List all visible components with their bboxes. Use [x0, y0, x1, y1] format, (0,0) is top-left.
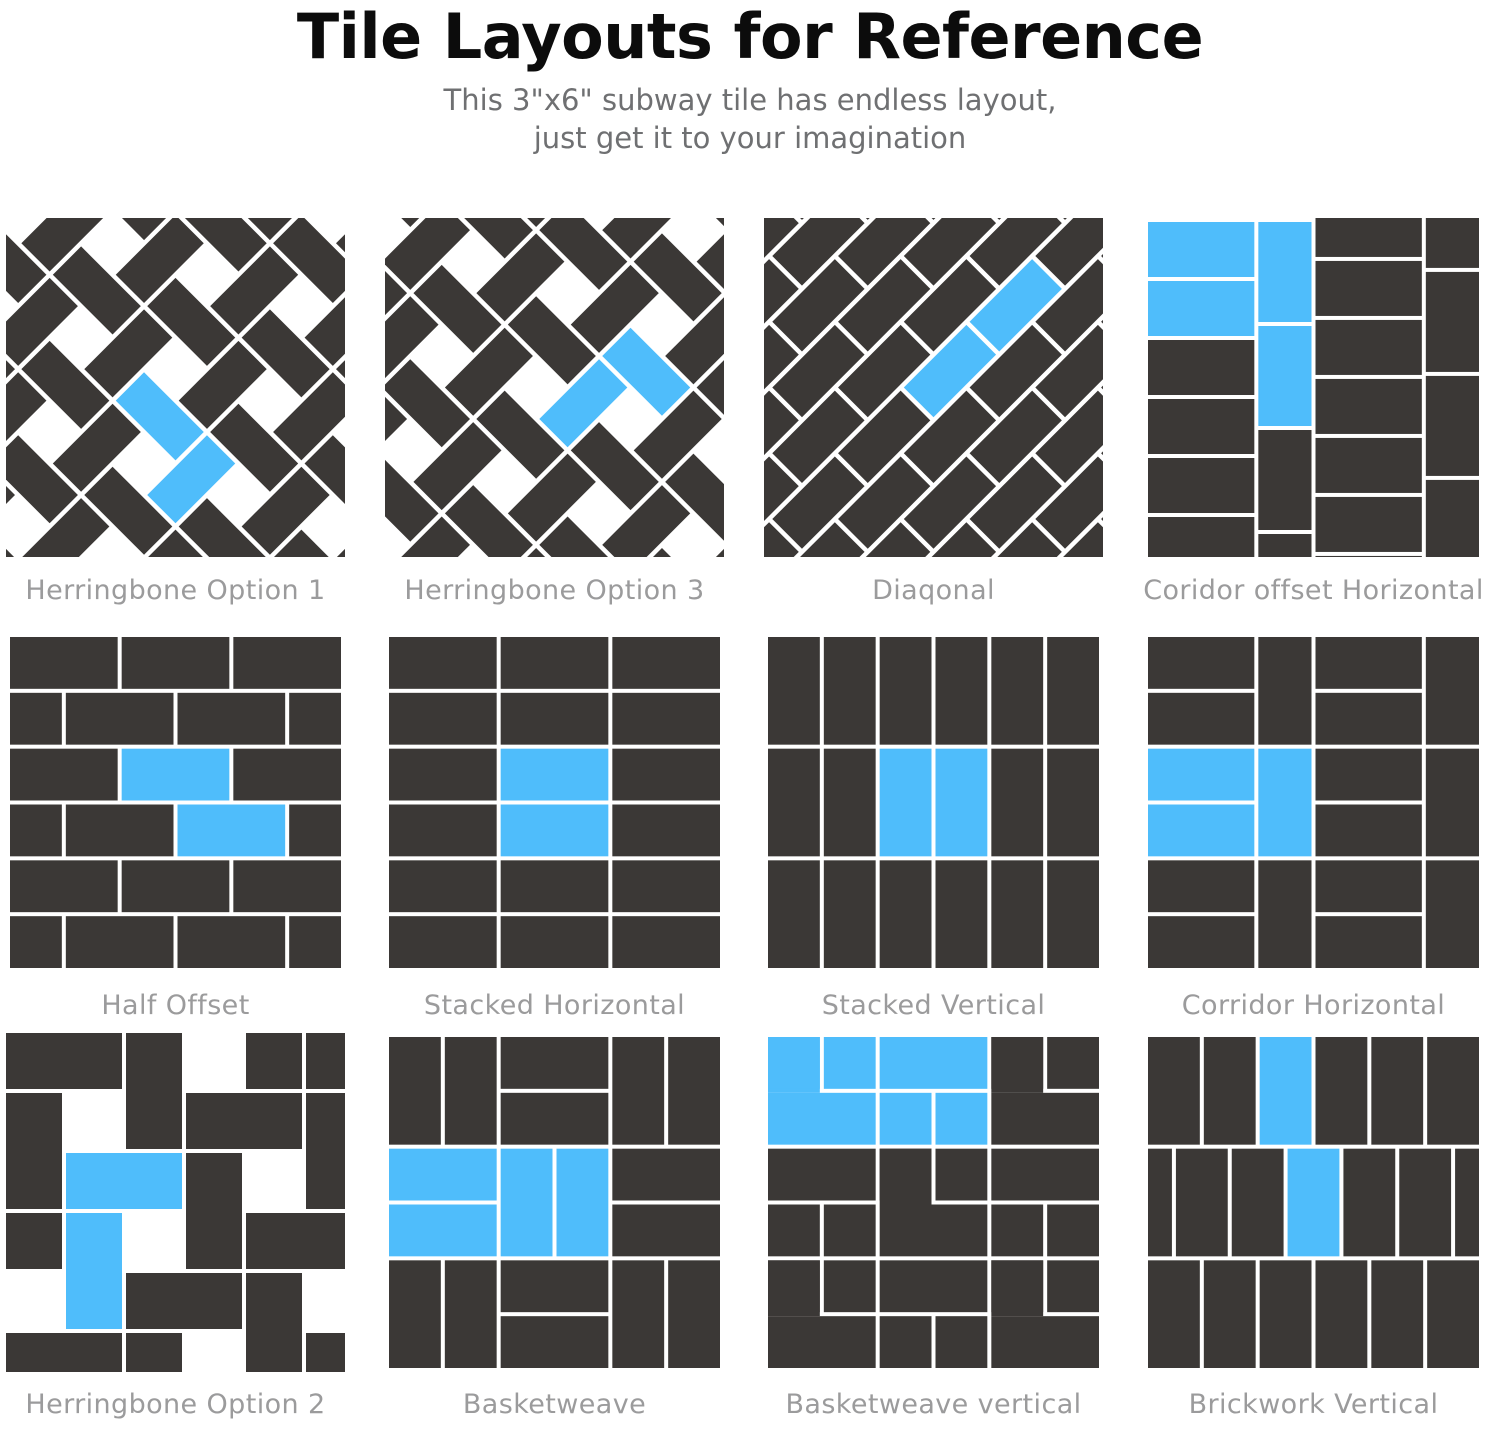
pattern-swatch-half-offset	[6, 633, 345, 972]
page-title: Tile Layouts for Reference	[296, 0, 1204, 73]
pattern-label: Corridor Horizontal	[1181, 990, 1446, 1021]
pattern-swatch-basketweave	[385, 1033, 724, 1372]
pattern-swatch-herringbone-option-3	[385, 218, 724, 557]
page-header: Tile Layouts for Reference This 3"x6" su…	[0, 0, 1500, 157]
pattern-swatch-basketweave-vertical	[764, 1033, 1103, 1372]
pattern-card-coridor-offset-horizontal[interactable]: Coridor offset Horizontal	[1125, 218, 1500, 633]
pattern-card-herringbone-option-2[interactable]: Herringbone Option 2	[0, 1033, 375, 1432]
pattern-swatch-brickwork-vertical	[1144, 1033, 1483, 1372]
pattern-card-basketweave-vertical[interactable]: Basketweave vertical	[750, 1033, 1125, 1432]
pattern-label: Basketweave	[462, 1389, 647, 1420]
pattern-grid: Herringbone Option 1 Herringbone Option …	[0, 218, 1500, 1432]
pattern-swatch-stacked-horizontal	[385, 633, 724, 972]
pattern-label: Herringbone Option 2	[25, 1389, 326, 1420]
pattern-label: Stacked Horizontal	[423, 990, 686, 1021]
pattern-label: Brickwork Vertical	[1188, 1389, 1439, 1420]
pattern-swatch-stacked-vertical	[764, 633, 1103, 972]
subtitle-line-1: This 3"x6" subway tile has endless layou…	[443, 82, 1057, 117]
subtitle-line-2: just get it to your imagination	[533, 121, 967, 156]
page-subtitle: This 3"x6" subway tile has endless layou…	[0, 81, 1500, 158]
pattern-card-diagonal[interactable]: Diaqonal	[750, 218, 1125, 633]
pattern-label: Diaqonal	[872, 575, 995, 606]
pattern-label: Coridor offset Horizontal	[1143, 575, 1484, 606]
pattern-card-basketweave[interactable]: Basketweave	[375, 1033, 750, 1432]
pattern-label: Herringbone Option 3	[404, 575, 705, 606]
pattern-swatch-coridor-offset-horizontal	[1144, 218, 1483, 557]
pattern-label: Half Offset	[101, 990, 250, 1021]
pattern-card-half-offset[interactable]: Half Offset	[0, 633, 375, 1033]
pattern-card-corridor-horizontal[interactable]: Corridor Horizontal	[1125, 633, 1500, 1033]
pattern-swatch-corridor-horizontal	[1144, 633, 1483, 972]
pattern-card-herringbone-option-1[interactable]: Herringbone Option 1	[0, 218, 375, 633]
pattern-card-herringbone-option-3[interactable]: Herringbone Option 3	[375, 218, 750, 633]
pattern-label: Basketweave vertical	[785, 1389, 1082, 1420]
pattern-swatch-herringbone-option-1	[6, 218, 345, 557]
pattern-swatch-diagonal	[764, 218, 1103, 557]
pattern-label: Stacked Vertical	[821, 990, 1046, 1021]
pattern-card-stacked-vertical[interactable]: Stacked Vertical	[750, 633, 1125, 1033]
pattern-card-stacked-horizontal[interactable]: Stacked Horizontal	[375, 633, 750, 1033]
pattern-card-brickwork-vertical[interactable]: Brickwork Vertical	[1125, 1033, 1500, 1432]
pattern-label: Herringbone Option 1	[25, 575, 326, 606]
pattern-swatch-herringbone-option-2	[6, 1033, 345, 1372]
